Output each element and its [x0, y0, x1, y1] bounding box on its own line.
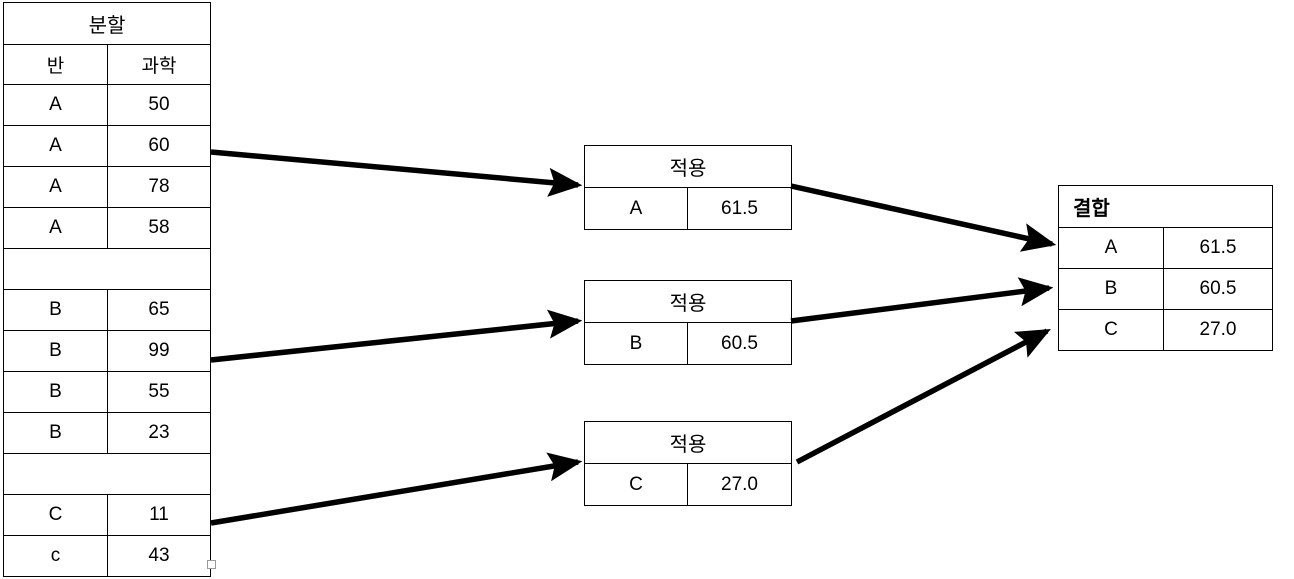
table-row: B 55 [3, 371, 211, 413]
split-cell-score: 11 [107, 494, 211, 536]
split-to-apply-c [210, 452, 583, 526]
group-separator-row [3, 248, 211, 290]
combine-key: B [1058, 268, 1164, 310]
apply-c-to-combine [795, 328, 1051, 465]
resize-handle[interactable] [207, 560, 216, 569]
table-row: B 99 [3, 330, 211, 372]
combine-value: 61.5 [1163, 227, 1273, 269]
apply-value: 60.5 [687, 322, 792, 365]
apply-key: C [584, 463, 688, 506]
group-separator [3, 248, 211, 290]
apply-title-row: 적용 [584, 421, 792, 464]
split-title: 분할 [3, 2, 211, 45]
split-cell-score: 60 [107, 125, 211, 167]
group-separator [3, 453, 211, 495]
apply-title: 적용 [584, 145, 792, 188]
apply-box-b: 적용 B 60.5 [584, 280, 792, 365]
combine-key: A [1058, 227, 1164, 269]
split-cell-class: B [3, 330, 108, 372]
table-row: B 23 [3, 412, 211, 454]
combine-title-row: 결합 [1058, 185, 1273, 228]
table-row: A 58 [3, 207, 211, 249]
table-row: A 78 [3, 166, 211, 208]
apply-value: 27.0 [687, 463, 792, 506]
split-cell-class: B [3, 412, 108, 454]
combine-table: 결합 A 61.5 B 60.5 C 27.0 [1058, 185, 1273, 351]
split-cell-class: A [3, 166, 108, 208]
split-cell-score: 78 [107, 166, 211, 208]
combine-title: 결합 [1058, 185, 1273, 228]
split-to-apply-a [210, 149, 583, 197]
split-cell-score: 65 [107, 289, 211, 331]
split-header-class: 반 [3, 44, 108, 85]
split-cell-class: C [3, 494, 108, 536]
split-cell-class: A [3, 125, 108, 167]
split-cell-class: A [3, 84, 108, 126]
split-header-score: 과학 [107, 44, 211, 85]
apply-box-a: 적용 A 61.5 [584, 145, 792, 230]
combine-key: C [1058, 309, 1164, 351]
apply-title-row: 적용 [584, 145, 792, 188]
apply-b-to-combine [790, 277, 1054, 324]
apply-title: 적용 [584, 421, 792, 464]
split-cell-class: B [3, 371, 108, 413]
split-cell-score: 50 [107, 84, 211, 126]
split-table: 분할 반 과학 A 50 A 60 A 78 A 58 [3, 2, 211, 577]
apply-key: B [584, 322, 688, 365]
split-header-row: 반 과학 [3, 44, 211, 85]
split-cell-score: 58 [107, 207, 211, 249]
split-title-row: 분할 [3, 2, 211, 45]
split-cell-class: A [3, 207, 108, 249]
apply-value: 61.5 [687, 187, 792, 230]
split-to-apply-b [210, 309, 583, 363]
table-row: c 43 [3, 535, 211, 577]
table-row: A 50 [3, 84, 211, 126]
table-row: A 61.5 [1058, 227, 1273, 269]
group-separator-row [3, 453, 211, 495]
apply-key: A [584, 187, 688, 230]
table-row: B 60.5 [584, 322, 792, 365]
table-row: C 27.0 [584, 463, 792, 506]
table-row: A 61.5 [584, 187, 792, 230]
table-row: B 60.5 [1058, 268, 1273, 310]
split-cell-class: c [3, 535, 108, 577]
apply-box-c: 적용 C 27.0 [584, 421, 792, 506]
split-cell-class: B [3, 289, 108, 331]
table-row: C 27.0 [1058, 309, 1273, 351]
combine-value: 27.0 [1163, 309, 1273, 351]
combine-value: 60.5 [1163, 268, 1273, 310]
split-cell-score: 43 [107, 535, 211, 577]
split-cell-score: 55 [107, 371, 211, 413]
apply-a-to-combine [790, 183, 1057, 252]
table-row: C 11 [3, 494, 211, 536]
table-row: A 60 [3, 125, 211, 167]
split-cell-score: 99 [107, 330, 211, 372]
table-row: B 65 [3, 289, 211, 331]
apply-title-row: 적용 [584, 280, 792, 323]
split-cell-score: 23 [107, 412, 211, 454]
apply-title: 적용 [584, 280, 792, 323]
